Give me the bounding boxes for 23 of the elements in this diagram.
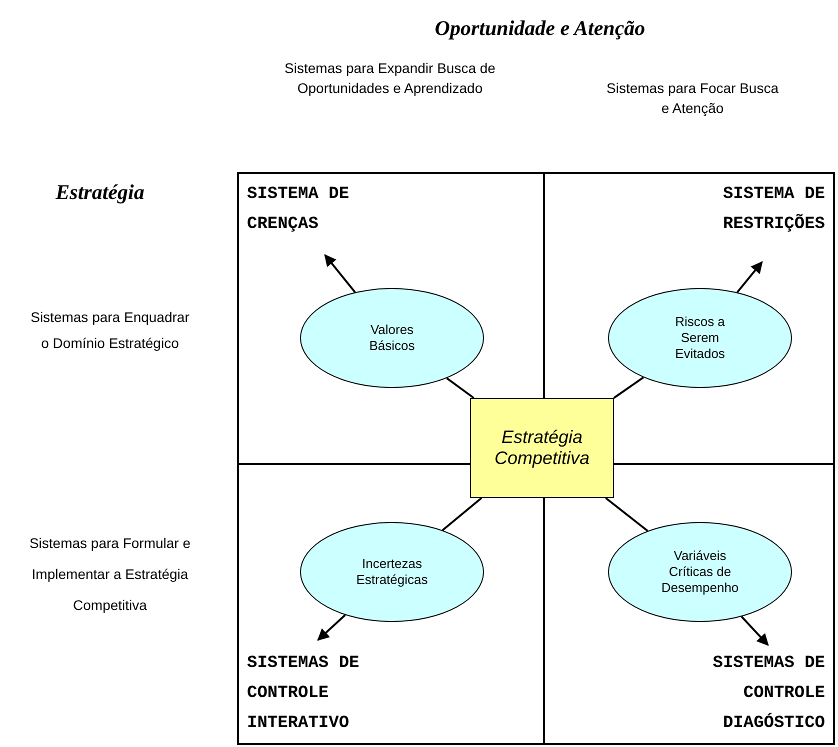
- connector-line: [613, 376, 644, 399]
- quadrant-heading: SISTEMA DE CRENÇAS: [247, 184, 350, 236]
- ellipse-node: Valores Básicos: [300, 288, 484, 388]
- arrow: [317, 614, 346, 641]
- row-header: Sistemas para Formular e Implementar a Estratégia Competitiva: [28, 534, 192, 615]
- arrow: [324, 254, 356, 293]
- quadrant-heading: SISTEMA DE RESTRIÇÕES: [722, 184, 825, 236]
- quadrant-heading: SISTEMAS DE CONTROLE DIAGÓSTICO: [712, 653, 825, 735]
- axis-title: Oportunidade e Atenção: [434, 18, 646, 38]
- quadrant-heading: SISTEMAS DE CONTROLE INTERATIVO: [247, 653, 360, 735]
- ellipse-node: Incertezas Estratégicas: [300, 522, 484, 622]
- column-header: Sistemas para Focar Busca e Atenção: [606, 79, 780, 118]
- connector-line: [446, 377, 474, 399]
- arrow: [740, 616, 769, 646]
- row-header: Sistemas para Enquadrar o Domínio Estratégico: [30, 308, 190, 353]
- axis-title: Estratégia: [54, 182, 146, 202]
- ellipse-node: Variáveis Críticas de Desempenho: [608, 522, 792, 622]
- ellipse-node: Riscos a Serem Evitados: [608, 288, 792, 388]
- connector-line: [442, 497, 482, 531]
- arrow: [736, 261, 763, 293]
- connector-line: [605, 497, 648, 532]
- center-box: Estratégia Competitiva: [470, 398, 614, 498]
- column-header: Sistemas para Expandir Busca de Oportunidades e Aprendizado: [284, 59, 496, 98]
